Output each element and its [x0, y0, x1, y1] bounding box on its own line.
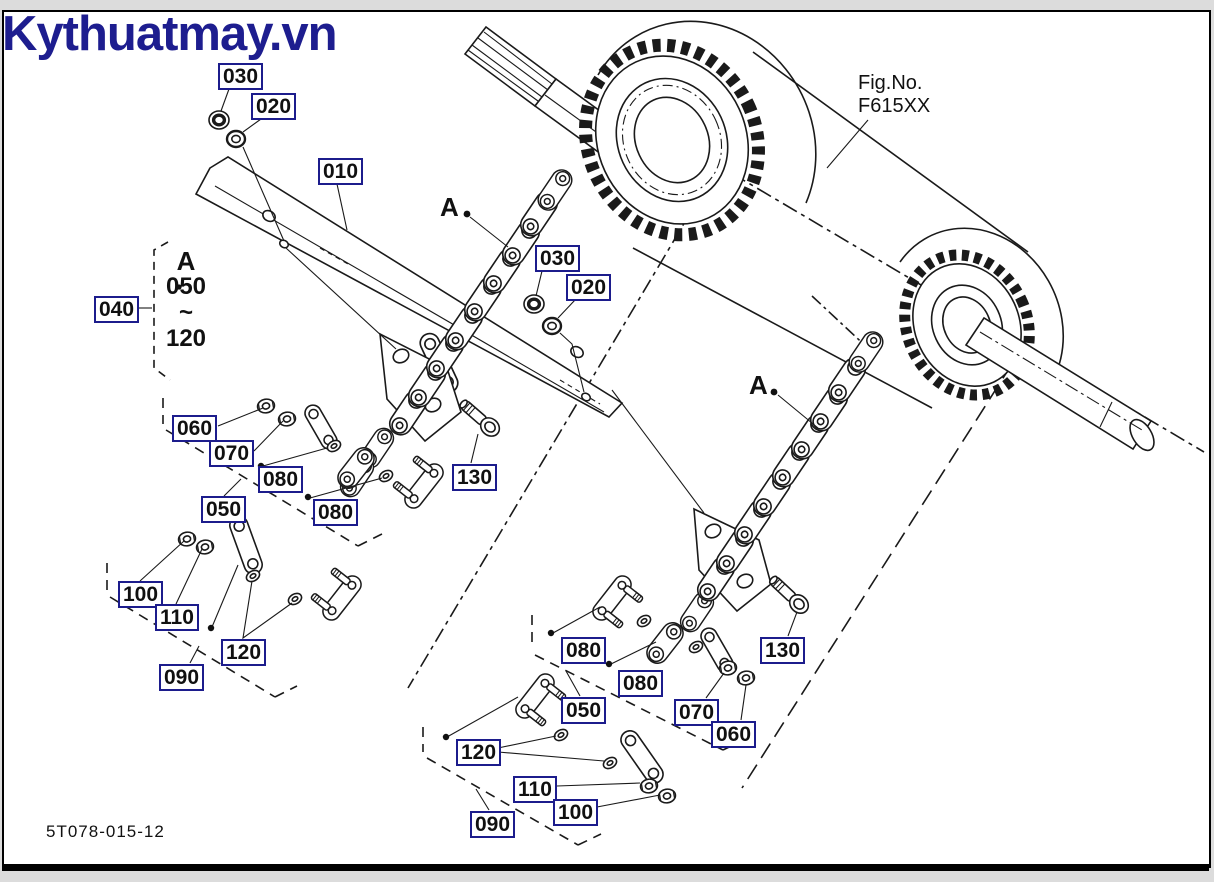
- view-label-a-right: A: [749, 370, 768, 400]
- callout-020-mid[interactable]: 020: [566, 274, 612, 301]
- washer-020-mid: [541, 316, 563, 336]
- leader-dots: [176, 210, 778, 741]
- callout-030-top-left[interactable]: 030: [218, 63, 264, 90]
- sprocket-left: [579, 38, 765, 242]
- callout-090-left[interactable]: 090: [159, 664, 205, 691]
- callout-030-mid[interactable]: 030: [535, 245, 581, 272]
- callout-100-left[interactable]: 100: [118, 581, 164, 608]
- callout-050-left[interactable]: 050: [201, 496, 247, 523]
- callout-090-right[interactable]: 090: [470, 811, 516, 838]
- group-040-start: 050: [165, 273, 207, 300]
- view-label-a-left: A: [440, 192, 459, 222]
- callout-110-left[interactable]: 110: [155, 604, 199, 631]
- callout-050-right[interactable]: 050: [561, 697, 607, 724]
- callout-070-left[interactable]: 070: [209, 440, 255, 467]
- callout-040[interactable]: 040: [94, 296, 140, 323]
- callout-010[interactable]: 010: [318, 158, 364, 185]
- callout-080-right-a[interactable]: 080: [561, 637, 607, 664]
- callout-100-right[interactable]: 100: [553, 799, 599, 826]
- callout-120-right[interactable]: 120: [456, 739, 502, 766]
- drawing-number: 5T078-015-12: [46, 822, 165, 841]
- callout-130-left[interactable]: 130: [452, 464, 498, 491]
- adjusting-bar: [194, 156, 624, 418]
- leader-lines: [138, 88, 869, 811]
- page-bottom-border: [2, 864, 1209, 871]
- roller-drum: [597, 20, 1065, 409]
- group-040-range: A 050 ~ 120: [156, 248, 216, 352]
- callout-080-left-b[interactable]: 080: [313, 499, 359, 526]
- figure-number-caption: Fig.No.: [858, 72, 923, 94]
- output-shaft: [964, 316, 1155, 452]
- callout-080-right-b[interactable]: 080: [618, 670, 664, 697]
- nut-030-left: [207, 109, 231, 131]
- callout-060-right[interactable]: 060: [711, 721, 757, 748]
- figure-number: Fig.No. F615XX: [858, 72, 930, 118]
- callout-110-right[interactable]: 110: [513, 776, 557, 803]
- washer-020-left: [225, 129, 247, 149]
- callout-070-right[interactable]: 070: [674, 699, 720, 726]
- group-040-tilde: ~: [178, 299, 193, 326]
- group-040-end: 120: [165, 325, 207, 352]
- callout-080-left-a[interactable]: 080: [258, 466, 304, 493]
- group-090-left: [176, 512, 364, 624]
- callout-060-left[interactable]: 060: [172, 415, 218, 442]
- nut-030-mid: [522, 293, 546, 315]
- callout-130-right[interactable]: 130: [760, 637, 806, 664]
- sprocket-right: [899, 249, 1035, 401]
- group-040-view: A: [176, 246, 196, 276]
- watermark-logo: Kythuatmay.vn: [2, 7, 338, 61]
- callout-120-left[interactable]: 120: [221, 639, 267, 666]
- figure-number-value: F615XX: [858, 95, 931, 117]
- callout-020-top-left[interactable]: 020: [251, 93, 297, 120]
